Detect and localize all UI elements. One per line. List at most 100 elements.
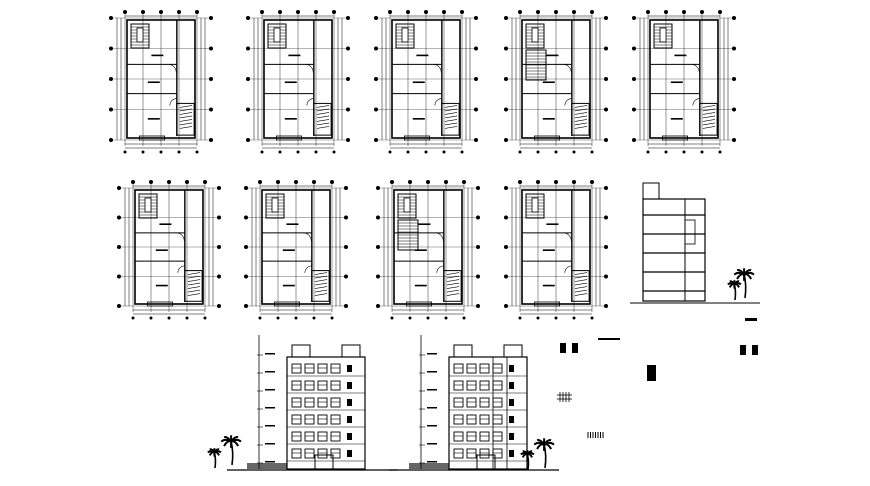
window-dark	[509, 416, 514, 423]
grid-bubble	[732, 16, 736, 20]
grid-bubble	[344, 245, 348, 249]
line	[574, 279, 588, 282]
grid-bubble	[388, 10, 392, 14]
line	[444, 126, 458, 129]
window	[330, 363, 341, 374]
grid-bubble	[244, 245, 248, 249]
level-label	[427, 443, 437, 445]
room-label	[412, 118, 425, 120]
line	[179, 108, 193, 112]
room-label	[546, 54, 559, 57]
line	[187, 289, 201, 293]
door-swing	[436, 265, 444, 273]
window	[492, 414, 503, 425]
grid-bubble	[604, 274, 608, 279]
wall	[476, 454, 496, 470]
grid-bubble	[159, 10, 163, 14]
grid-bubble	[314, 150, 318, 154]
door-swing	[563, 64, 572, 73]
palm-tree-icon	[727, 280, 742, 301]
grid-bubble	[504, 77, 508, 81]
grid-bubble	[664, 150, 668, 154]
line	[444, 122, 458, 126]
grid-bubble	[572, 316, 576, 320]
window-dark	[347, 450, 352, 457]
grid-bubble	[476, 304, 480, 308]
window	[291, 431, 302, 442]
floor-plan	[504, 180, 608, 320]
grid-bubble	[406, 150, 410, 154]
level-label	[427, 371, 437, 373]
line	[446, 282, 460, 286]
floor-plan	[117, 180, 221, 320]
door-swing	[433, 64, 442, 73]
window	[291, 448, 302, 459]
grid-bubble	[149, 180, 153, 184]
floor-plan	[244, 180, 348, 320]
wall	[448, 356, 528, 470]
wall	[184, 270, 203, 302]
railing-detail	[557, 392, 572, 402]
grid-bubble	[572, 10, 576, 14]
grid-bubble	[504, 245, 508, 249]
grid-bubble	[604, 138, 608, 142]
wall	[699, 102, 718, 136]
line	[702, 112, 716, 115]
window	[291, 363, 302, 374]
door-swing	[563, 232, 572, 241]
level-label	[427, 407, 437, 409]
wall	[261, 189, 331, 305]
window	[291, 380, 302, 391]
grid-bubble	[474, 77, 478, 81]
grid-bubble	[646, 150, 650, 154]
window	[330, 397, 341, 408]
line	[314, 282, 328, 286]
grid-bubble	[554, 10, 558, 14]
hedge	[409, 463, 449, 469]
grid-bubble	[346, 138, 350, 142]
window	[479, 414, 490, 425]
window-dark	[347, 416, 352, 423]
grid-bubble	[217, 274, 221, 279]
grid-bubble	[217, 245, 221, 249]
grid-bubble	[388, 150, 392, 154]
line	[314, 275, 328, 279]
wall	[662, 135, 689, 141]
grid-bubble	[604, 16, 608, 20]
line	[574, 122, 588, 126]
grid-bubble	[442, 10, 446, 14]
grid-bubble	[131, 316, 135, 320]
floor-plan	[109, 10, 213, 154]
grid-bubble	[474, 107, 478, 112]
grid-bubble	[376, 274, 380, 279]
wall	[401, 27, 409, 43]
wall	[313, 102, 332, 136]
window	[466, 448, 477, 459]
grid-bubble	[141, 10, 145, 14]
window	[479, 397, 490, 408]
palm-tree-icon	[520, 450, 535, 471]
frond	[543, 438, 552, 446]
line	[446, 286, 460, 289]
grid-bubble	[344, 304, 348, 308]
grid-bubble	[474, 16, 478, 20]
grid-bubble	[123, 10, 127, 14]
grid-bubble	[167, 316, 171, 320]
grid-bubble	[590, 180, 594, 184]
window-dark	[509, 365, 514, 372]
grid-bubble	[426, 180, 430, 184]
grid-bubble	[109, 16, 113, 20]
grid-bubble	[476, 215, 480, 220]
grid-bubble	[246, 107, 250, 112]
door-swing	[176, 232, 185, 241]
grid-bubble	[346, 46, 350, 51]
frond	[230, 435, 239, 443]
line	[702, 126, 716, 129]
room-label	[147, 118, 160, 120]
line	[574, 293, 588, 296]
grid-bubble	[460, 10, 464, 14]
window-dark	[347, 365, 352, 372]
window	[330, 380, 341, 391]
grid-bubble	[123, 150, 127, 154]
